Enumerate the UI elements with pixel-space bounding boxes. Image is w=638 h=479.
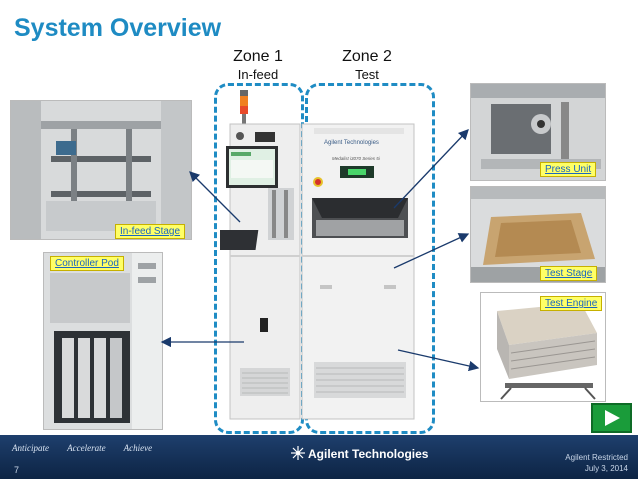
- infeed-stage-label[interactable]: In-feed Stage: [115, 224, 186, 239]
- page-number: 7: [14, 465, 20, 475]
- footer-restricted: Agilent Restricted July 3, 2014: [565, 452, 628, 474]
- slide-title: System Overview: [14, 14, 222, 42]
- controller-pod-label[interactable]: Controller Pod: [50, 256, 124, 271]
- infeed-stage-photo: [10, 100, 192, 240]
- press-unit-label[interactable]: Press Unit: [540, 162, 597, 177]
- test-stage-label[interactable]: Test Stage: [540, 266, 598, 281]
- zone-2-subtitle: Test: [355, 67, 379, 82]
- test-engine-label[interactable]: Test Engine: [540, 296, 603, 311]
- tagline-achieve: Achieve: [123, 443, 153, 453]
- agilent-spark-icon: [291, 446, 305, 460]
- footer-logo: Agilent Technologies: [308, 447, 429, 461]
- footer-date: July 3, 2014: [584, 464, 628, 473]
- restricted-text: Agilent Restricted: [565, 453, 628, 462]
- zone-2-title: Zone 2: [342, 48, 392, 65]
- arrow-infeed-stage: [189, 171, 241, 223]
- arrow-test-engine: [397, 349, 480, 372]
- next-slide-button[interactable]: [591, 403, 632, 433]
- controller-pod-photo: [43, 252, 163, 430]
- tagline-accelerate: Accelerate: [67, 443, 106, 453]
- machine-model: Medalist i3070 Series 5i: [332, 156, 381, 161]
- arrow-press-unit: [393, 129, 469, 209]
- machine-brand: Agilent Technologies: [324, 140, 379, 146]
- play-triangle-icon: [605, 410, 620, 426]
- tagline-anticipate: Anticipate: [12, 443, 49, 453]
- zone-1-subtitle: In-feed: [237, 67, 279, 82]
- footer-bar: Anticipate Accelerate Achieve 7 Agilent …: [0, 435, 638, 479]
- footer-tagline: Anticipate Accelerate Achieve: [12, 443, 168, 453]
- arrow-test-stage: [393, 233, 470, 269]
- zone-1-title: Zone 1: [233, 48, 283, 65]
- press-unit-photo: [470, 83, 606, 181]
- tester-machine: Agilent Technologies Medalist i3070 Seri…: [215, 90, 420, 425]
- test-engine-photo: [480, 292, 606, 402]
